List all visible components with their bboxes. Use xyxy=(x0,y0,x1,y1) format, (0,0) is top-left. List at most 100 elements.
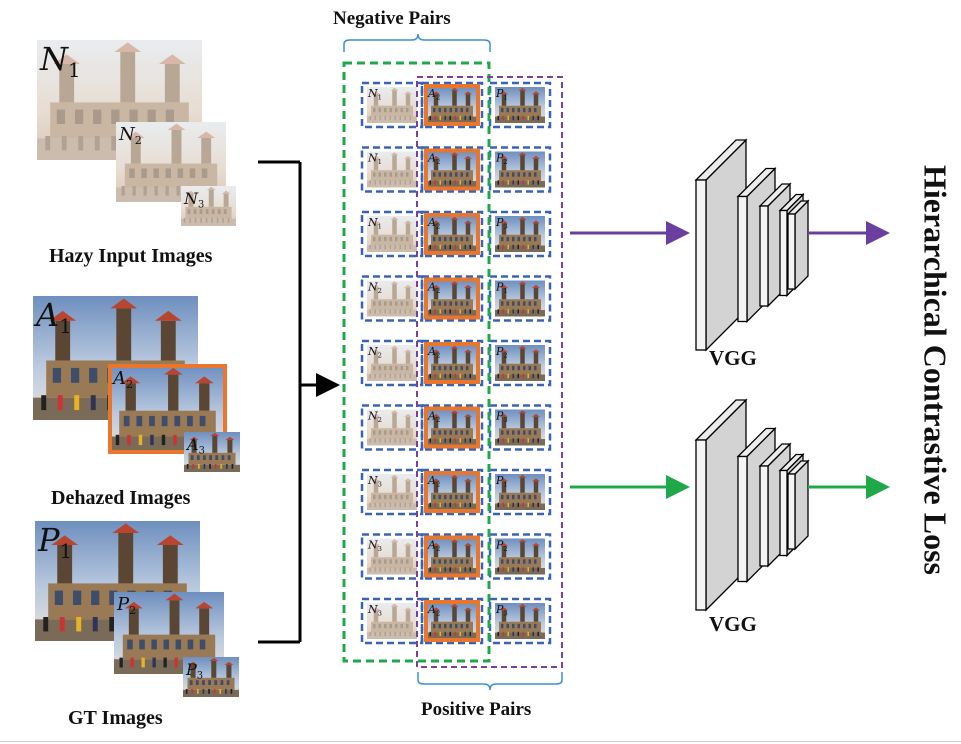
pair-cell-frame xyxy=(360,275,424,322)
pair-cell-a: A2 xyxy=(420,468,484,516)
pair-cell-frame xyxy=(420,468,484,516)
hazy-image-3 xyxy=(181,186,236,226)
pair-thumb-a xyxy=(427,151,477,188)
dehazed-image-3 xyxy=(184,432,240,472)
pair-thumb-a xyxy=(427,87,477,123)
pair-cell-frame xyxy=(360,468,424,516)
negative-pairs-box xyxy=(342,61,491,663)
pair-cell-frame xyxy=(488,533,552,580)
pair-thumb-p xyxy=(495,151,545,188)
anchor-highlight xyxy=(424,600,480,642)
pair-cell-n: N1 xyxy=(360,81,424,129)
pair-cell-frame xyxy=(420,146,484,193)
pair-cell-a: A2 xyxy=(420,339,484,387)
pair-thumb-n xyxy=(367,280,417,317)
pair-cell-frame xyxy=(420,81,484,129)
pair-thumb-n xyxy=(367,87,417,123)
vgg-top-label: VGG xyxy=(709,346,757,370)
pair-thumb-p xyxy=(495,603,545,639)
anchor-highlight xyxy=(424,148,480,191)
pair-thumb-p xyxy=(495,216,545,252)
anchor-highlight xyxy=(424,535,480,578)
vgg-bottom-label: VGG xyxy=(709,612,757,636)
pair-cell-a: A2 xyxy=(420,81,484,129)
pair-cell-p: P3 xyxy=(488,210,552,258)
bottom-divider xyxy=(0,741,961,742)
pair-cell-frame xyxy=(360,597,424,645)
pair-cell-n: N2 xyxy=(360,275,424,322)
pair-cell-n: N2 xyxy=(360,339,424,387)
pair-cell-a: A2 xyxy=(420,146,484,193)
pair-cell-p: P3 xyxy=(488,597,552,645)
vgg-layer-1 xyxy=(694,398,748,612)
anchor-highlight xyxy=(424,84,480,126)
pair-cell-p: P1 xyxy=(488,468,552,516)
pair-cell-frame xyxy=(420,404,484,451)
pair-thumb-p xyxy=(495,538,545,575)
gt-image-2 xyxy=(114,592,224,674)
pair-thumb-p xyxy=(495,87,545,123)
vgg-layer-5 xyxy=(786,459,810,551)
pair-cell-a: A2 xyxy=(420,275,484,322)
pair-cell-a: A2 xyxy=(420,533,484,580)
pair-cell-frame xyxy=(420,275,484,322)
pair-cell-frame xyxy=(360,210,424,258)
anchor-highlight xyxy=(424,213,480,255)
pair-thumb-n xyxy=(367,409,417,446)
gt-image-3 xyxy=(183,657,239,697)
pair-cell-frame xyxy=(360,339,424,387)
hazy-images-label: Hazy Input Images xyxy=(49,245,213,267)
positive-pairs-label: Positive Pairs xyxy=(421,699,532,720)
dehazed-images-label: Dehazed Images xyxy=(51,487,191,509)
negative-pairs-brace xyxy=(343,33,491,52)
pair-thumb-n xyxy=(367,345,417,381)
hierarchical-contrastive-loss-label: Hierarchical Contrastive Loss xyxy=(917,164,954,576)
pair-cell-p: P2 xyxy=(488,533,552,580)
anchor-highlight xyxy=(424,277,480,320)
pair-cell-frame xyxy=(360,81,424,129)
pair-thumb-p xyxy=(495,409,545,446)
pair-cell-n: N3 xyxy=(360,533,424,580)
pair-cell-n: N3 xyxy=(360,468,424,516)
pair-cell-frame xyxy=(420,210,484,258)
pair-cell-n: N1 xyxy=(360,210,424,258)
input-bracket xyxy=(258,160,340,644)
pair-cell-frame xyxy=(488,468,552,516)
pair-cell-frame xyxy=(420,533,484,580)
pair-cell-frame xyxy=(488,339,552,387)
positive-pairs-box xyxy=(416,76,563,668)
pair-cell-p: P1 xyxy=(488,275,552,322)
pair-cell-a: A2 xyxy=(420,210,484,258)
anchor-highlight xyxy=(424,471,480,513)
pair-thumb-a xyxy=(427,474,477,510)
gt-images-label: GT Images xyxy=(68,707,163,729)
pair-cell-frame xyxy=(488,275,552,322)
vgg-network-bottom xyxy=(694,398,810,612)
pair-thumb-a xyxy=(427,603,477,639)
pair-cell-frame xyxy=(420,339,484,387)
pair-cell-p: P2 xyxy=(488,146,552,193)
pair-cell-frame xyxy=(360,146,424,193)
vgg-network-top xyxy=(694,138,810,352)
pair-thumb-n xyxy=(367,216,417,252)
pair-cell-a: A2 xyxy=(420,404,484,451)
vgg-layer-5 xyxy=(786,199,810,291)
pair-cell-frame xyxy=(420,597,484,645)
pair-thumb-p xyxy=(495,280,545,317)
pair-cell-n: N3 xyxy=(360,597,424,645)
anchor-highlight xyxy=(424,342,480,384)
positive-pairs-brace xyxy=(417,672,563,691)
anchor-highlight xyxy=(424,406,480,449)
pair-thumb-p xyxy=(495,345,545,381)
